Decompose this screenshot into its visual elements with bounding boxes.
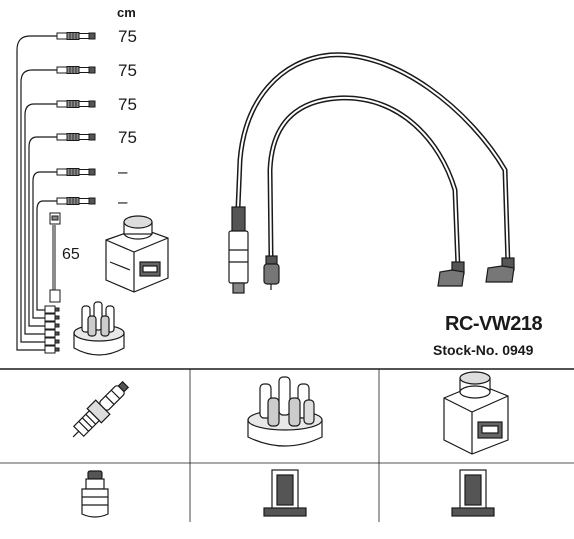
plug-terminal-icon bbox=[81, 470, 109, 518]
coil-lead-length: 65 bbox=[62, 246, 80, 263]
coil-lead-ends bbox=[49, 212, 61, 303]
distributor-cap-icon bbox=[247, 376, 323, 447]
lead-5-length: – bbox=[118, 162, 128, 181]
length-unit-label: cm bbox=[117, 5, 136, 20]
coil-wires bbox=[235, 52, 511, 271]
stock-number: Stock-No. 0949 bbox=[433, 342, 534, 358]
ignition-coil-icon bbox=[443, 371, 509, 455]
lead-bundle bbox=[16, 35, 57, 351]
lead-6-length: – bbox=[118, 192, 128, 211]
cylinder-terminal-icon bbox=[263, 255, 280, 290]
product-model: RC-VW218 bbox=[445, 313, 543, 335]
lead-6-wire bbox=[36, 200, 57, 311]
lead-2-wire bbox=[20, 69, 57, 343]
spark-plug-icon bbox=[72, 380, 130, 438]
lead-4-wire bbox=[28, 136, 57, 327]
lead-3-wire bbox=[24, 103, 57, 335]
terminal-stack bbox=[44, 305, 60, 354]
lead-3-length: 75 bbox=[118, 95, 137, 114]
cap-terminal-icon bbox=[263, 469, 307, 517]
lead-1-wire bbox=[16, 35, 57, 351]
compatibility-table-grid bbox=[0, 368, 574, 522]
angled-boot-icon bbox=[437, 257, 515, 287]
lead-1-length: 75 bbox=[118, 27, 137, 46]
coil-terminal-icon bbox=[451, 469, 495, 517]
straight-boot-icon bbox=[228, 206, 249, 294]
lead-2-length: 75 bbox=[118, 61, 137, 80]
plug-connectors bbox=[56, 32, 96, 205]
lead-4-length: 75 bbox=[118, 128, 137, 147]
ignition-coil-small-icon bbox=[105, 215, 169, 293]
lead-5-wire bbox=[32, 171, 57, 319]
distributor-cap-small-icon bbox=[73, 301, 125, 356]
